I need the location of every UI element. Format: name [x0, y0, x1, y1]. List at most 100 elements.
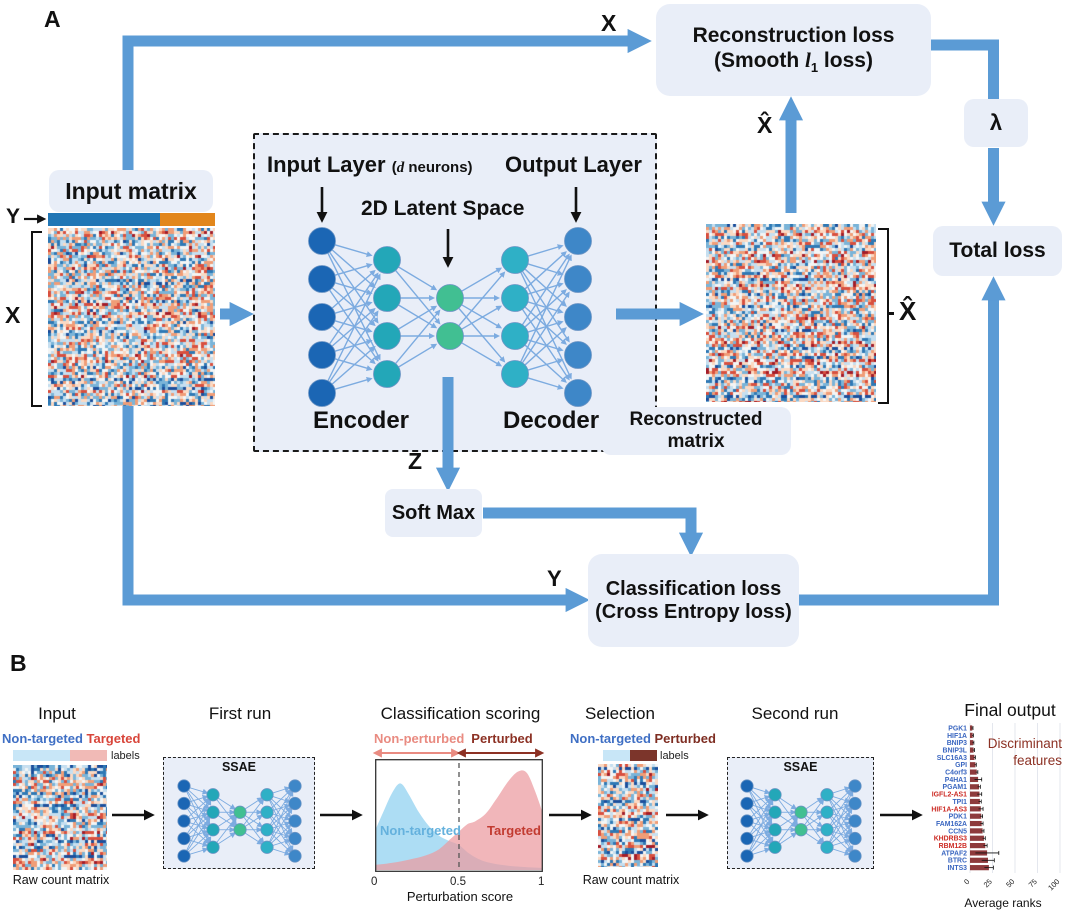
bar	[970, 813, 982, 819]
density-tick-0: 0	[371, 876, 378, 888]
z-symbol: Z	[408, 448, 423, 474]
bar	[970, 762, 976, 768]
panel-a-label: A	[44, 6, 61, 32]
network-edge	[527, 263, 564, 276]
network-edge	[217, 814, 237, 827]
network-edge	[327, 273, 381, 382]
network-node	[794, 805, 808, 819]
decoder-label: Decoder	[503, 407, 600, 434]
axis-tick-label: 50	[1004, 877, 1016, 889]
autoencoder-box: Input Layer (d neurons) Output Layer 2D …	[253, 133, 657, 452]
network-edge	[527, 320, 564, 333]
network-edge	[269, 789, 293, 825]
density-area-targeted	[376, 770, 542, 870]
step-title-first-run: First run	[208, 704, 272, 723]
selection-raw-count-heatmap	[598, 764, 658, 867]
gene-label: RBM12B	[939, 843, 967, 850]
perturbation-score-density-plot	[375, 759, 543, 872]
x-symbol: X	[5, 302, 21, 328]
network-edge	[520, 271, 572, 380]
axis-tick-label: 100	[1046, 877, 1061, 892]
bar	[970, 791, 980, 797]
bar-chart-x-label: Average ranks	[964, 896, 1042, 910]
wire-x-label: X	[601, 10, 617, 36]
network-node	[177, 796, 191, 811]
network-edge	[398, 343, 438, 368]
network-node	[288, 796, 302, 811]
network-node	[848, 796, 862, 811]
network-node	[260, 805, 274, 819]
network-node	[288, 831, 302, 846]
network-edge	[244, 832, 264, 845]
network-node	[501, 360, 529, 388]
network-edge	[752, 795, 771, 803]
reconstructed-matrix-label: Reconstructed matrix	[601, 407, 791, 455]
network-edge	[189, 804, 209, 813]
targeted-label: Targeted	[86, 731, 141, 746]
gene-label: HIF1A	[947, 733, 967, 740]
network-edge	[272, 831, 291, 839]
selection-perturbed-label: Perturbed	[654, 731, 716, 746]
network-edge	[752, 804, 771, 812]
network-edge	[217, 832, 237, 845]
network-edge	[272, 786, 291, 794]
network-node	[308, 379, 336, 407]
network-edge	[461, 342, 503, 367]
network-node	[848, 814, 862, 828]
network-edge	[779, 815, 798, 828]
network-node	[740, 779, 754, 793]
density-targeted-label: Targeted	[487, 823, 541, 838]
network-edge	[805, 814, 824, 827]
network-node	[373, 246, 401, 274]
input-group-labels: Non-targeted Targeted	[2, 731, 140, 746]
network-node	[564, 227, 592, 255]
gene-label: BNIP3L	[942, 747, 967, 754]
network-edge	[395, 309, 441, 365]
network-node	[740, 814, 754, 828]
network-edge	[749, 798, 773, 834]
density-area-non-targeted	[376, 783, 542, 870]
network-edge	[243, 798, 265, 826]
network-edge	[829, 790, 854, 842]
bar	[970, 784, 979, 790]
input-matrix-title: Input matrix	[49, 170, 213, 212]
selection-labels-bar-maroon	[630, 750, 657, 761]
network-edge	[458, 271, 506, 327]
input-labels-bar	[13, 750, 107, 761]
encoder-label: Encoder	[313, 407, 410, 434]
selection-labels-bar	[603, 750, 657, 761]
network-edge	[189, 787, 209, 795]
second-run-ssae-label: SSAE	[783, 760, 818, 774]
gene-label: HIF1A-AS3	[931, 806, 967, 813]
network-edge	[334, 263, 373, 276]
network-edge	[752, 822, 771, 830]
density-non-targeted-label: Non-targeted	[380, 823, 461, 838]
network-edge	[244, 814, 264, 827]
network-edge	[334, 377, 373, 390]
network-node	[233, 805, 247, 819]
bar	[970, 820, 982, 827]
second-run-ssae-box: SSAE	[727, 757, 874, 869]
step-title-second-run: Second run	[751, 704, 839, 723]
network-edge	[189, 812, 209, 820]
network-edge	[188, 797, 210, 818]
network-edge	[334, 244, 373, 257]
network-node	[177, 831, 191, 846]
network-edge	[271, 806, 292, 826]
step-title-scoring: Classification scoring	[380, 704, 541, 723]
total-loss-text: Total loss	[949, 239, 1046, 262]
step-title-final-output: Final output	[964, 700, 1056, 720]
network-node	[233, 823, 247, 837]
network-edge	[398, 266, 438, 291]
network-edge	[751, 815, 772, 835]
network-node	[206, 805, 220, 819]
d-neurons-text: (d neurons)	[391, 159, 473, 176]
network-edge	[189, 794, 209, 803]
bar	[970, 776, 979, 783]
network-edge	[329, 310, 379, 383]
network-edge	[832, 848, 851, 856]
network-node	[260, 788, 274, 802]
network-node	[740, 831, 754, 846]
network-node	[373, 284, 401, 312]
gene-label: ATPAF2	[941, 850, 967, 857]
